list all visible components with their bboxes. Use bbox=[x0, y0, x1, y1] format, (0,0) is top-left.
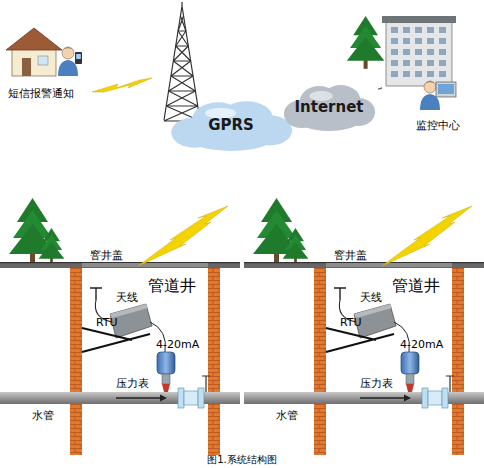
site-node: 短信报警通知 bbox=[4, 26, 90, 102]
part-label: 压力表 bbox=[360, 377, 393, 390]
network-name: Internet bbox=[294, 98, 363, 116]
part-label: RTU bbox=[96, 316, 118, 329]
network-cloud: GPRS bbox=[166, 98, 296, 152]
pipe-well: 管道井 bbox=[326, 268, 452, 453]
well-title: 管道井 bbox=[148, 276, 196, 295]
well-title: 管道井 bbox=[392, 276, 440, 295]
gprs-tower bbox=[164, 2, 200, 121]
well-panel bbox=[0, 198, 240, 455]
part-label: 天线 bbox=[116, 291, 138, 304]
part-label: 压力表 bbox=[116, 377, 149, 390]
wireless-bolt bbox=[92, 78, 152, 92]
part-label: 窨井盖 bbox=[90, 249, 123, 262]
part-label: 天线 bbox=[360, 291, 382, 304]
pipe-well: 管道井 bbox=[82, 268, 208, 453]
part-label: 4-20mA bbox=[400, 338, 443, 351]
sms-house bbox=[6, 28, 82, 76]
part-label: 窨井盖 bbox=[334, 249, 367, 262]
network-name: GPRS bbox=[208, 116, 254, 134]
figure-caption: 图1.系统结构图 bbox=[207, 454, 277, 466]
part-label: RTU bbox=[340, 316, 362, 329]
part-label: 水管 bbox=[276, 409, 298, 422]
site-label: 短信报警通知 bbox=[8, 87, 74, 100]
well-panel bbox=[244, 198, 484, 455]
network-link bbox=[378, 88, 382, 89]
network-cloud: Internet bbox=[280, 82, 378, 132]
monitor-center bbox=[347, 16, 456, 110]
part-label: 水管 bbox=[32, 409, 54, 422]
site-label: 监控中心 bbox=[416, 119, 460, 132]
site-node: 监控中心 bbox=[382, 12, 464, 134]
part-label: 4-20mA bbox=[156, 338, 199, 351]
